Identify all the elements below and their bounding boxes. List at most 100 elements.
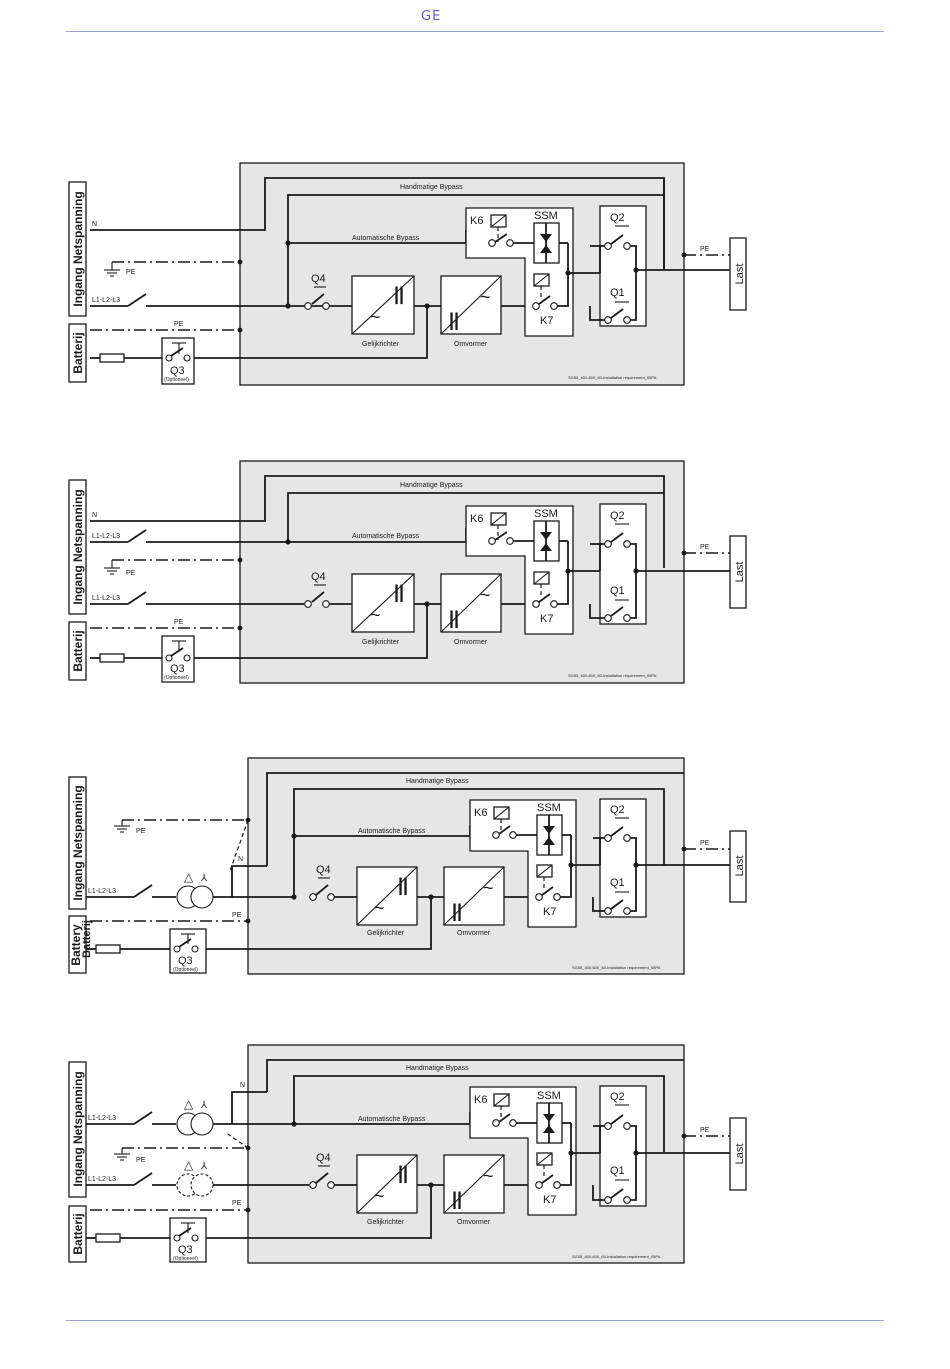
load-label: Last xyxy=(734,856,746,877)
ssm-label: SSM xyxy=(534,508,558,520)
svg-text:||: || xyxy=(452,901,462,921)
ups-diagram-4: Ingang Netspanning Batterij L1-L2-L3 △⅄ … xyxy=(60,1040,760,1280)
load-label: Last xyxy=(734,264,746,285)
mains-label: Ingang Netspanning xyxy=(71,489,85,604)
q3-optional: (Optioneel) xyxy=(164,675,189,681)
manual-bypass-label: Handmatige Bypass xyxy=(400,482,463,489)
q4-label: Q4 xyxy=(311,571,326,583)
pe-label: PE xyxy=(136,828,146,835)
ssm-label: SSM xyxy=(537,802,561,814)
schematic-1: Ingang Netspanning Batterij N Handmatige… xyxy=(68,162,747,386)
q1-label: Q1 xyxy=(610,585,625,597)
load-box xyxy=(729,237,747,311)
manual-bypass-line xyxy=(266,772,684,866)
load-box xyxy=(729,830,747,903)
svg-text:||: || xyxy=(452,1189,462,1209)
svg-text:||: || xyxy=(398,1163,408,1183)
ups-diagram-2: Ingang Netspanning Batterij N Handmatige… xyxy=(60,456,760,696)
out-pe-label: PE xyxy=(700,1127,710,1134)
out-pe-label: PE xyxy=(700,544,710,551)
svg-text:~: ~ xyxy=(374,1186,385,1206)
battery-label-box xyxy=(68,915,87,974)
q3-label: Q3 xyxy=(178,955,193,967)
k6-label: K6 xyxy=(470,215,483,227)
rectifier-label: Gelijkrichter xyxy=(367,930,405,937)
rectifier-label: Gelijkrichter xyxy=(367,1219,405,1226)
k7-label: K7 xyxy=(543,1194,556,1206)
q1-label: Q1 xyxy=(610,1165,625,1177)
q4-contact xyxy=(304,302,312,310)
mains-label-box xyxy=(68,181,87,317)
svg-text:~: ~ xyxy=(374,898,385,918)
battery-label: Batterij xyxy=(71,332,85,373)
q1-label: Q1 xyxy=(610,877,625,889)
battery-overlay-label: Batterij xyxy=(81,920,93,958)
out-pe-label: PE xyxy=(700,840,710,847)
inverter-label: Omvormer xyxy=(457,930,491,937)
ups-diagram-3: Ingang Netspanning Battery Batterij PE L… xyxy=(60,753,760,993)
load-box xyxy=(729,1117,747,1191)
ssm-label: SSM xyxy=(537,1090,561,1102)
battery-pe-label: PE xyxy=(232,912,242,919)
transformer-secondary xyxy=(190,885,214,909)
ups-diagram-1: Ingang Netspanning Batterij N Handmatige… xyxy=(60,158,760,398)
battery-pe-label: PE xyxy=(232,1200,242,1207)
drawing-code: SG55_400-600_80-Installation requirement… xyxy=(568,375,657,380)
l2-label: L1-L2-L3 xyxy=(92,595,120,602)
rectifier-label: Gelijkrichter xyxy=(362,639,400,646)
auto-bypass-label: Automatische Bypass xyxy=(358,828,426,835)
svg-text:⅄: ⅄ xyxy=(200,1100,208,1111)
schematic-4: Ingang Netspanning Batterij L1-L2-L3 △⅄ … xyxy=(68,1044,747,1264)
pe-label: PE xyxy=(126,269,136,276)
l-label: L1-L2-L3 xyxy=(88,888,116,895)
k7-label: K7 xyxy=(540,315,553,327)
drawing-code: SG55_400-600_80-Installation requirement… xyxy=(572,965,661,970)
drawing-code: SG55_400-600_80-Installation requirement… xyxy=(572,1254,661,1259)
load-label: Last xyxy=(734,1144,746,1165)
battery-pe-label: PE xyxy=(174,321,184,328)
l2-label: L1-L2-L3 xyxy=(88,1176,116,1183)
q3-label: Q3 xyxy=(170,365,185,377)
schematic-2: Ingang Netspanning Batterij N Handmatige… xyxy=(68,460,747,684)
brand-logo: GE xyxy=(421,9,442,24)
battery-fuse xyxy=(99,353,125,363)
k7-label: K7 xyxy=(540,613,553,625)
drawing-code: SG55_400-600_80-Installation requirement… xyxy=(568,673,657,678)
k6-label: K6 xyxy=(474,807,487,819)
manual-bypass-label: Handmatige Bypass xyxy=(406,1065,469,1072)
pe-label: PE xyxy=(136,1157,146,1164)
inverter-label: Omvormer xyxy=(454,341,488,348)
l-label: L1-L2-L3 xyxy=(92,297,120,304)
q2-label: Q2 xyxy=(610,804,625,816)
svg-text:~: ~ xyxy=(483,1166,494,1186)
svg-text:△: △ xyxy=(184,1097,194,1111)
mains-label: Ingang Netspanning xyxy=(71,191,85,306)
n-label: N xyxy=(92,512,97,519)
n-label: N xyxy=(240,1082,245,1089)
battery-label: Battery xyxy=(69,924,83,966)
svg-text:△: △ xyxy=(184,870,194,884)
auto-bypass-label: Automatische Bypass xyxy=(352,235,420,242)
svg-text:⅄: ⅄ xyxy=(200,873,208,884)
page-header: GE xyxy=(0,0,950,34)
q1-label: Q1 xyxy=(610,287,625,299)
q3-optional: (Optioneel) xyxy=(164,377,189,383)
mains-label: Ingang Netspanning xyxy=(71,785,85,900)
battery-label: Batterij xyxy=(71,1213,85,1254)
q1-q2-panel xyxy=(599,205,647,327)
pe-label: PE xyxy=(126,570,136,577)
mains-switch xyxy=(127,293,147,307)
schematic-3: Ingang Netspanning Battery Batterij PE L… xyxy=(68,757,747,975)
mains-label-box xyxy=(68,1061,87,1198)
svg-text:||: || xyxy=(449,608,459,628)
k7-label: K7 xyxy=(543,906,556,918)
svg-text:~: ~ xyxy=(480,287,491,307)
q4-label: Q4 xyxy=(316,1152,331,1164)
svg-text:~: ~ xyxy=(483,878,494,898)
q4-label: Q4 xyxy=(316,864,331,876)
ac-symbol: ~ xyxy=(370,307,381,327)
q4-label: Q4 xyxy=(311,273,326,285)
mains-label: Ingang Netspanning xyxy=(71,1071,85,1186)
n-label: N xyxy=(238,856,243,863)
load-label: Last xyxy=(734,562,746,583)
